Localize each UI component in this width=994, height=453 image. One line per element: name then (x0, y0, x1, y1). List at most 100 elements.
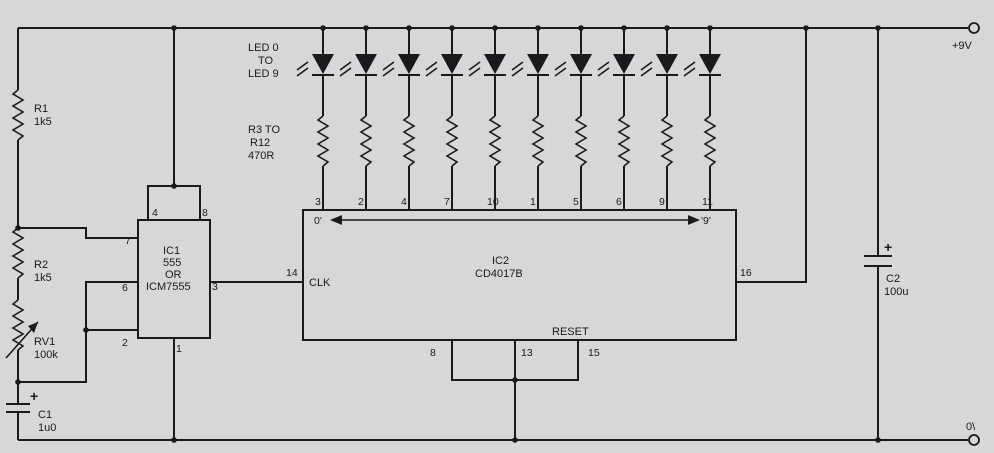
resistor-label-line-1: R3 TO (248, 124, 280, 136)
led-light-arrow (468, 61, 481, 71)
led-column: 5 (554, 25, 592, 210)
ic2-arrow-left (330, 215, 342, 225)
ic2-pin-15: 15 (588, 347, 600, 359)
ic2-reset-label: RESET (552, 326, 589, 338)
ic2-out-first: 0' (314, 215, 322, 227)
rv1-value: 100k (34, 349, 58, 361)
ic2-out-last: '9' (701, 215, 711, 227)
led-light-arrow (296, 67, 309, 77)
led-column: 3 (296, 25, 334, 210)
c2-value: 100u (884, 286, 908, 298)
c1-polarity: + (30, 388, 38, 404)
led-diode (570, 54, 592, 74)
ic1-input-wiring (18, 227, 138, 383)
led-light-arrow (640, 67, 653, 77)
ic2-output-pin: 7 (444, 196, 450, 208)
led-diode (699, 54, 721, 74)
ic2-pin-8: 8 (430, 347, 436, 359)
ic2-pin-13: 13 (521, 347, 533, 359)
led-column: 7 (425, 25, 463, 210)
led-light-arrow (382, 61, 395, 71)
led-resistor (488, 115, 502, 167)
ground-supply-label: 0\ (966, 421, 976, 433)
ic1-timer: IC1 555 OR ICM7555 4 8 7 6 2 1 3 (122, 25, 303, 443)
ic2-name: IC2 (492, 255, 509, 267)
led-resistor (574, 115, 588, 167)
led-diode (613, 54, 635, 74)
led-light-arrow (468, 67, 481, 77)
ic2-output-pin: 10 (487, 196, 499, 208)
c1-value: 1u0 (38, 422, 56, 434)
ic1-line-1: IC1 (163, 245, 180, 257)
ic2-part: CD4017B (475, 268, 523, 280)
led-diode (355, 54, 377, 74)
led-resistor (445, 115, 459, 167)
ic1-pin-1: 1 (176, 343, 182, 355)
led-label-line-1: LED 0 (248, 42, 279, 54)
ic2-output-pin: 11 (702, 196, 713, 208)
rv1-potentiometer (11, 299, 25, 351)
led-resistor (359, 115, 373, 167)
c2-name: C2 (886, 273, 900, 285)
led-light-arrow (597, 61, 610, 71)
ic2-output-pin: 4 (401, 196, 407, 208)
ic1-line-4: ICM7555 (146, 281, 191, 293)
ic1-pin-6: 6 (122, 282, 128, 294)
led-light-arrow (296, 61, 309, 71)
r1-resistor (11, 89, 25, 141)
led-range-label: LED 0 TO LED 9 (248, 42, 279, 80)
rv1-arrow-head (28, 322, 38, 333)
led-resistor (617, 115, 631, 167)
ic1-pin-7: 7 (125, 235, 131, 247)
c2-polarity: + (884, 239, 892, 255)
led-resistor (402, 115, 416, 167)
led-light-arrow (339, 61, 352, 71)
resistor-label-line-2: R12 (250, 137, 270, 149)
ic2-output-pin: 3 (315, 196, 321, 208)
led-light-arrow (554, 67, 567, 77)
ic2-output-pin: 2 (358, 196, 364, 208)
ic1-line-3: OR (165, 269, 182, 281)
led-light-arrow (339, 67, 352, 77)
led-column: 1 (511, 25, 549, 210)
ic2-vdd-pin: 16 (740, 267, 752, 279)
led-diode (398, 54, 420, 74)
resistor-label-line-3: 470R (248, 150, 274, 162)
positive-terminal (968, 22, 980, 34)
led-light-arrow (683, 61, 696, 71)
r2-name: R2 (34, 259, 48, 271)
led-light-arrow (554, 61, 567, 71)
ic1-line-2: 555 (163, 257, 181, 269)
ic2-clk-label: CLK (309, 277, 331, 289)
positive-supply-label: +9V (952, 40, 973, 52)
led-label-line-3: LED 9 (248, 68, 279, 80)
led-column: 2 (339, 25, 377, 210)
c2-capacitor: + C2 100u (864, 25, 908, 443)
ic1-pin-8: 8 (202, 207, 208, 219)
rv1-name: RV1 (34, 336, 55, 348)
led-resistor (703, 115, 717, 167)
c1-name: C1 (38, 409, 52, 421)
led-resistor (316, 115, 330, 167)
led-light-arrow (511, 67, 524, 77)
led-light-arrow (425, 67, 438, 77)
r2-resistor (11, 227, 25, 279)
led-diode (312, 54, 334, 74)
ic1-pin-2: 2 (122, 337, 128, 349)
ground-rail: 0\ (18, 421, 980, 446)
led-light-arrow (640, 61, 653, 71)
led-resistor (531, 115, 545, 167)
ic2-output-pin: 5 (573, 196, 579, 208)
ic2-clk-pin: 14 (286, 267, 298, 279)
ic2-body (302, 209, 737, 341)
led-diode (656, 54, 678, 74)
led-light-arrow (382, 67, 395, 77)
led-light-arrow (683, 67, 696, 77)
r2-value: 1k5 (34, 272, 52, 284)
led-column: 4 (382, 25, 420, 210)
led-diode (484, 54, 506, 74)
ground-terminal (968, 434, 980, 446)
resistor-array-label: R3 TO R12 470R (248, 124, 280, 162)
